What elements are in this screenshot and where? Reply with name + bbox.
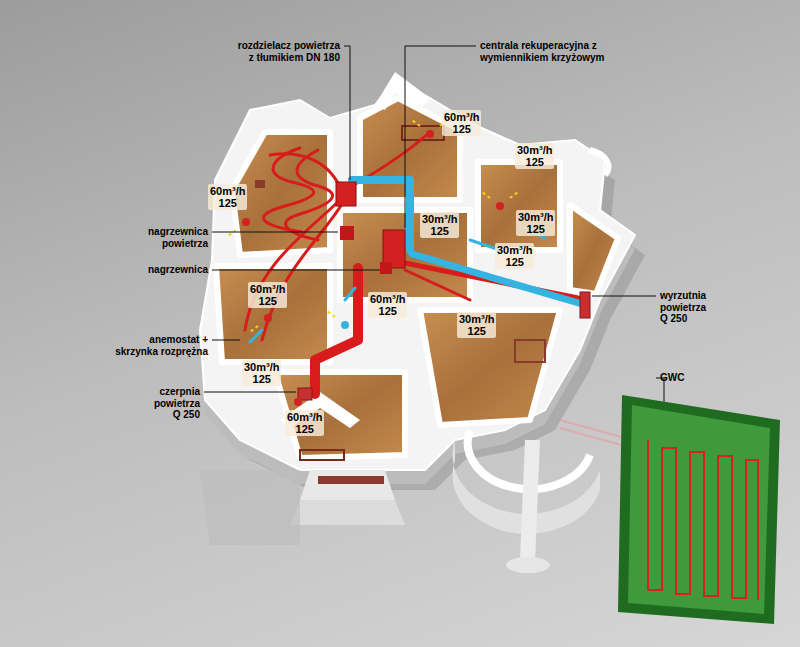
front-steps	[200, 470, 405, 545]
airflow-label: 30m³/h 125	[242, 360, 281, 386]
recuperator-unit	[340, 226, 354, 240]
callout-label: czerpnia powietrza Q 250	[124, 386, 200, 421]
supply-duct	[245, 132, 578, 394]
exhaust-duct	[345, 288, 355, 300]
air-outlet	[250, 326, 258, 332]
gable	[255, 72, 545, 460]
leader-line	[212, 340, 240, 341]
leader-line	[204, 392, 296, 393]
porch	[506, 557, 550, 573]
wooden-floor	[478, 162, 560, 250]
air-outlet	[510, 192, 518, 198]
supply-duct	[270, 154, 342, 192]
exhaust-duct	[250, 180, 582, 342]
house-slab	[200, 80, 635, 470]
air-outlet	[496, 202, 504, 210]
air-outlet	[228, 230, 236, 236]
recuperator-unit	[580, 292, 590, 318]
air-outlet	[264, 314, 272, 322]
air-outlet	[412, 120, 420, 126]
callout-label: anemostat + skrzynka rozprężna	[111, 334, 208, 357]
airflow-label: 30m³/h 125	[495, 243, 534, 269]
air-outlet	[294, 398, 302, 406]
gable	[515, 340, 545, 362]
airflow-label: 60m³/h 125	[285, 410, 324, 436]
wooden-floor	[275, 372, 405, 458]
recuperator-unit	[298, 182, 590, 400]
recuperator-unit	[298, 388, 312, 400]
ground-heat-exchanger	[648, 440, 758, 600]
supply-duct	[245, 198, 342, 330]
air-outlet	[482, 192, 490, 198]
supply-duct	[405, 270, 470, 300]
air-outlet	[242, 218, 250, 226]
recuperator-unit	[380, 262, 392, 274]
airflow-label: 30m³/h 125	[420, 212, 459, 238]
ground-pipe	[560, 428, 625, 446]
ground-pipe	[560, 420, 625, 446]
ground-heat-exchanger	[618, 395, 780, 624]
callout-label: nagrzewnica	[148, 264, 208, 276]
front-steps	[200, 470, 300, 545]
wooden-floor	[216, 98, 618, 458]
porch	[590, 150, 608, 175]
airflow-label: 60m³/h 125	[368, 292, 407, 318]
air-outlet	[341, 321, 349, 329]
wooden-floor	[420, 310, 560, 425]
leader-line	[344, 46, 350, 180]
gable	[300, 450, 344, 460]
leader-line	[204, 46, 664, 455]
air-outlet	[426, 130, 434, 138]
airflow-label: 60m³/h 125	[248, 282, 287, 308]
leader-line	[212, 270, 380, 271]
supply-duct	[262, 204, 342, 340]
front-steps	[300, 470, 395, 500]
airflow-label: 30m³/h 125	[457, 312, 496, 338]
ground-heat-exchanger	[628, 405, 770, 614]
wooden-floor	[216, 266, 330, 362]
porch	[520, 440, 540, 562]
air-outlet	[327, 311, 335, 317]
callout-label: wyrzutnia powietrza Q 250	[660, 290, 715, 325]
airflow-label: 30m³/h 125	[516, 210, 555, 236]
callout-label: nagrzewnica powietrza	[138, 226, 208, 249]
house-slab	[200, 80, 635, 484]
callout-label: rozdzielacz powietrza z tłumikiem DN 180	[218, 40, 340, 63]
leader-line	[405, 46, 476, 228]
front-steps	[318, 476, 384, 484]
airflow-label: 60m³/h 125	[208, 184, 247, 210]
callout-label: centrala rekuperacyjna z wymiennikiem kr…	[480, 40, 631, 63]
gable	[375, 72, 430, 110]
gable	[255, 180, 265, 188]
leader-line	[592, 296, 656, 297]
leader-line	[212, 232, 338, 233]
recuperator-unit	[336, 182, 356, 206]
callout-label: GWC	[660, 372, 684, 384]
supply-duct	[315, 268, 358, 394]
wooden-floor	[570, 205, 618, 294]
ground-pipe	[560, 420, 625, 438]
airflow-label: 30m³/h 125	[515, 143, 554, 169]
ground-heat-exchanger	[618, 395, 780, 624]
airflow-label: 60m³/h 125	[442, 110, 481, 136]
front-steps	[290, 500, 405, 525]
air-outlet	[228, 120, 518, 406]
